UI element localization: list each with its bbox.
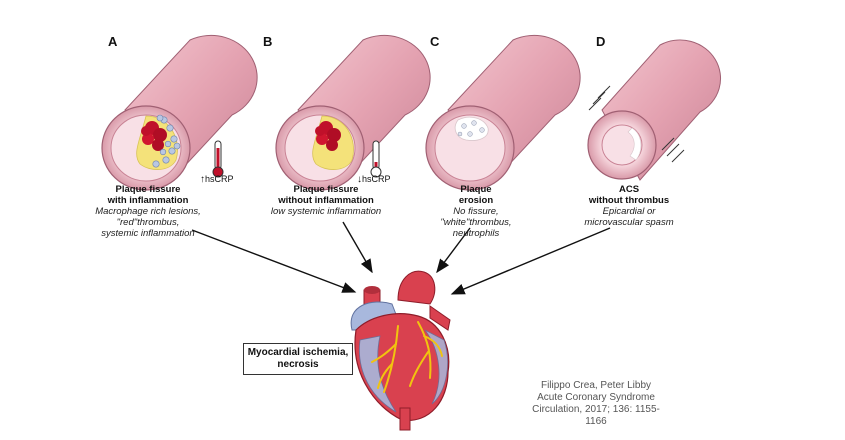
caption-desc: "white"thrombus, (440, 217, 512, 228)
thermometer-low (370, 140, 382, 178)
vessel-a (101, 34, 258, 191)
caption-title: ACS (618, 184, 640, 195)
caption-panel-d: ACS without thrombus Epicardial or micro… (574, 184, 684, 228)
panel-letter-a: A (108, 34, 118, 49)
caption-panel-c: Plaque erosion No fissure, "white"thromb… (426, 184, 526, 239)
red-thrombus-a (141, 121, 167, 151)
caption-panel-a: Plaque fissure with inflammation Macroph… (88, 184, 208, 239)
caption-desc: microvascular spasm (584, 217, 674, 228)
spasm-lines (588, 85, 685, 163)
panel-letter-d: D (596, 34, 606, 49)
caption-desc: Macrophage rich lesions, (95, 206, 201, 217)
caption-panel-b: Plaque fissure without inflammation low … (266, 184, 386, 217)
caption-title: without inflammation (278, 195, 374, 206)
outcome-line: necrosis (277, 359, 319, 370)
panel-letter-c: C (430, 34, 440, 49)
caption-desc: No fissure, (453, 206, 499, 217)
citation: Filippo Crea, Peter Libby Acute Coronary… (526, 380, 666, 428)
caption-title: Plaque fissure (293, 184, 359, 195)
red-thrombus-b (315, 121, 341, 151)
caption-title: Plaque (460, 184, 492, 195)
citation-authors: Filippo Crea, Peter Libby (540, 380, 652, 391)
caption-desc: low systemic inflammation (270, 206, 382, 217)
macrophages-a (152, 114, 181, 168)
caption-desc: Epicardial or (602, 206, 656, 217)
caption-title: Plaque fissure (115, 184, 181, 195)
coronary-arteries (371, 321, 443, 393)
heart-illustration (350, 270, 451, 431)
hscrp-label-b: ↓hsCRP (357, 174, 391, 185)
pathway-arrows (191, 221, 611, 295)
outcome-line: Myocardial ischemia, (247, 347, 349, 358)
thermometer-high (212, 140, 224, 178)
caption-desc: neutrophils (452, 228, 500, 239)
caption-title: with inflammation (107, 195, 189, 206)
caption-desc: "red"thrombus, (116, 217, 180, 228)
hscrp-up-arrow: ↑ (200, 174, 205, 185)
caption-title: without thrombus (588, 195, 670, 206)
vessel-d (587, 39, 721, 181)
citation-journal: Circulation, 2017; 136: 1155-1166 (532, 404, 660, 427)
neutrophils-c (457, 120, 485, 137)
citation-title: Acute Coronary Syndrome (537, 392, 655, 403)
caption-title: erosion (458, 195, 494, 206)
caption-desc: systemic inflammation (101, 228, 195, 239)
panel-letter-b: B (263, 34, 273, 49)
hscrp-label-a: ↑hsCRP (200, 174, 234, 185)
vessel-c (425, 34, 581, 191)
outcome-box: Myocardial ischemia, necrosis (243, 343, 353, 375)
hscrp-down-arrow: ↓ (357, 174, 362, 185)
vessel-b (275, 34, 431, 191)
